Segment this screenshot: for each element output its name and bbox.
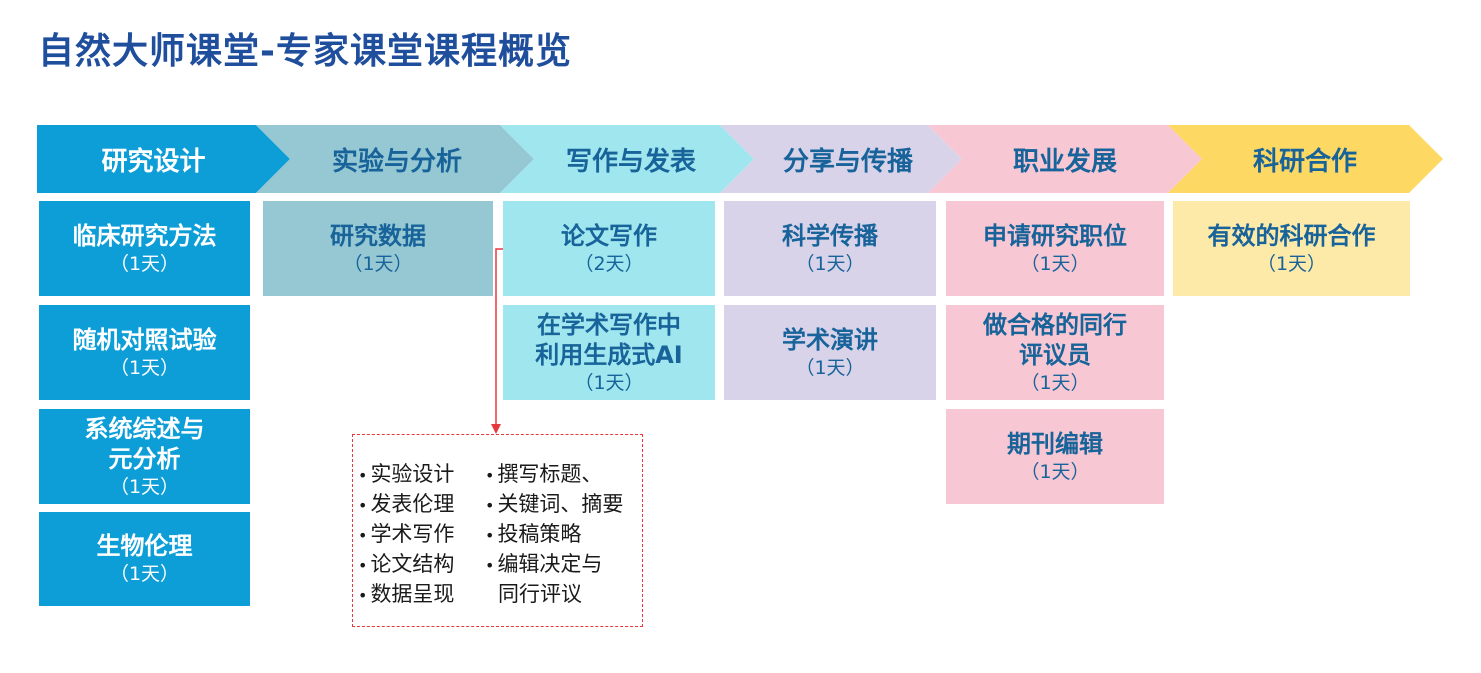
course-name-line1: 系统综述与 (84, 414, 205, 443)
course-duration: （2天） (574, 252, 644, 275)
course-paper-writing: 论文写作 （2天） (503, 201, 715, 296)
chevron-experiment (256, 125, 534, 193)
detail-item: •投稿策略 (485, 522, 582, 546)
course-bioethics: 生物伦理 （1天） (39, 512, 250, 606)
page-title: 自然大师课堂-专家课堂课程概览 (38, 31, 572, 72)
stage-label-research-design: 研究设计 (101, 146, 206, 177)
course-duration: （1天） (795, 356, 865, 379)
course-name: 学术演讲 (782, 325, 878, 354)
course-effective-collaboration: 有效的科研合作 （1天） (1173, 201, 1410, 296)
detail-column-2: •撰写标题、 •关键词、摘要 •投稿策略 •编辑决定与 同行评议 (485, 460, 623, 609)
course-duration: （1天） (1256, 252, 1327, 275)
stage-label-collaboration: 科研合作 (1252, 146, 1357, 177)
course-name-line2: 利用生成式AI (535, 340, 683, 369)
detail-item: •发表伦理 (358, 492, 455, 516)
course-duration: （1天） (1020, 460, 1090, 483)
stage-label-writing: 写作与发表 (565, 146, 696, 177)
course-applying-research-positions: 申请研究职位 （1天） (946, 201, 1164, 296)
course-name: 研究数据 (330, 221, 426, 250)
detail-item: •撰写标题、 (485, 462, 603, 486)
course-name-line2: 元分析 (108, 444, 181, 473)
chevron-collaboration (1168, 125, 1443, 193)
course-name: 科学传播 (782, 221, 878, 250)
stage-label-sharing: 分享与传播 (782, 146, 913, 177)
course-duration: （1天） (109, 252, 180, 275)
course-name: 随机对照试验 (72, 325, 217, 354)
course-duration: （1天） (574, 371, 644, 394)
stage-label-career: 职业发展 (1012, 146, 1117, 177)
course-rct: 随机对照试验 （1天） (39, 305, 250, 400)
course-name-line2: 评议员 (1019, 340, 1091, 369)
course-name-line1: 在学术写作中 (537, 310, 681, 339)
course-name: 临床研究方法 (72, 221, 217, 250)
course-duration: （1天） (1020, 252, 1090, 275)
detail-item: •关键词、摘要 (485, 492, 624, 516)
course-duration: （1天） (343, 252, 413, 275)
course-research-data: 研究数据 （1天） (263, 201, 493, 296)
chevron-writing (500, 125, 754, 193)
course-name: 申请研究职位 (983, 221, 1127, 250)
chevron-sharing (720, 125, 962, 193)
course-generative-ai-writing: 在学术写作中 利用生成式AI （1天） (503, 305, 715, 400)
detail-item-continuation: 同行评议 (498, 582, 582, 606)
course-name: 论文写作 (561, 221, 657, 250)
detail-item: •数据呈现 (358, 582, 455, 606)
course-duration: （1天） (109, 563, 180, 586)
detail-item: •实验设计 (358, 462, 455, 486)
chevron-career (928, 125, 1202, 193)
course-clinical-research-methods: 临床研究方法 （1天） (39, 201, 250, 296)
course-name-line1: 做合格的同行 (983, 310, 1127, 339)
course-peer-reviewer: 做合格的同行 评议员 （1天） (946, 305, 1164, 400)
course-duration: （1天） (109, 475, 180, 498)
detail-item: •编辑决定与 (485, 552, 603, 576)
course-duration: （1天） (109, 356, 180, 379)
course-name: 期刊编辑 (1007, 429, 1103, 458)
course-duration: （1天） (1020, 371, 1090, 394)
course-journal-editor: 期刊编辑 （1天） (946, 409, 1164, 504)
course-duration: （1天） (795, 252, 865, 275)
writing-topics-detail-box: •实验设计 •发表伦理 •学术写作 •论文结构 •数据呈现 •撰写标题、 •关键… (352, 434, 643, 627)
course-name: 生物伦理 (96, 532, 193, 561)
course-systematic-review: 系统综述与 元分析 （1天） (39, 409, 250, 504)
chevron-research-design (37, 125, 290, 193)
detail-item: •学术写作 (358, 522, 455, 546)
detail-column-1: •实验设计 •发表伦理 •学术写作 •论文结构 •数据呈现 (358, 460, 454, 610)
course-name: 有效的科研合作 (1207, 221, 1376, 250)
stage-label-experiment: 实验与分析 (331, 146, 462, 177)
detail-item: •论文结构 (358, 552, 455, 576)
course-academic-presentation: 学术演讲 （1天） (724, 305, 936, 400)
course-science-communication: 科学传播 （1天） (724, 201, 936, 296)
